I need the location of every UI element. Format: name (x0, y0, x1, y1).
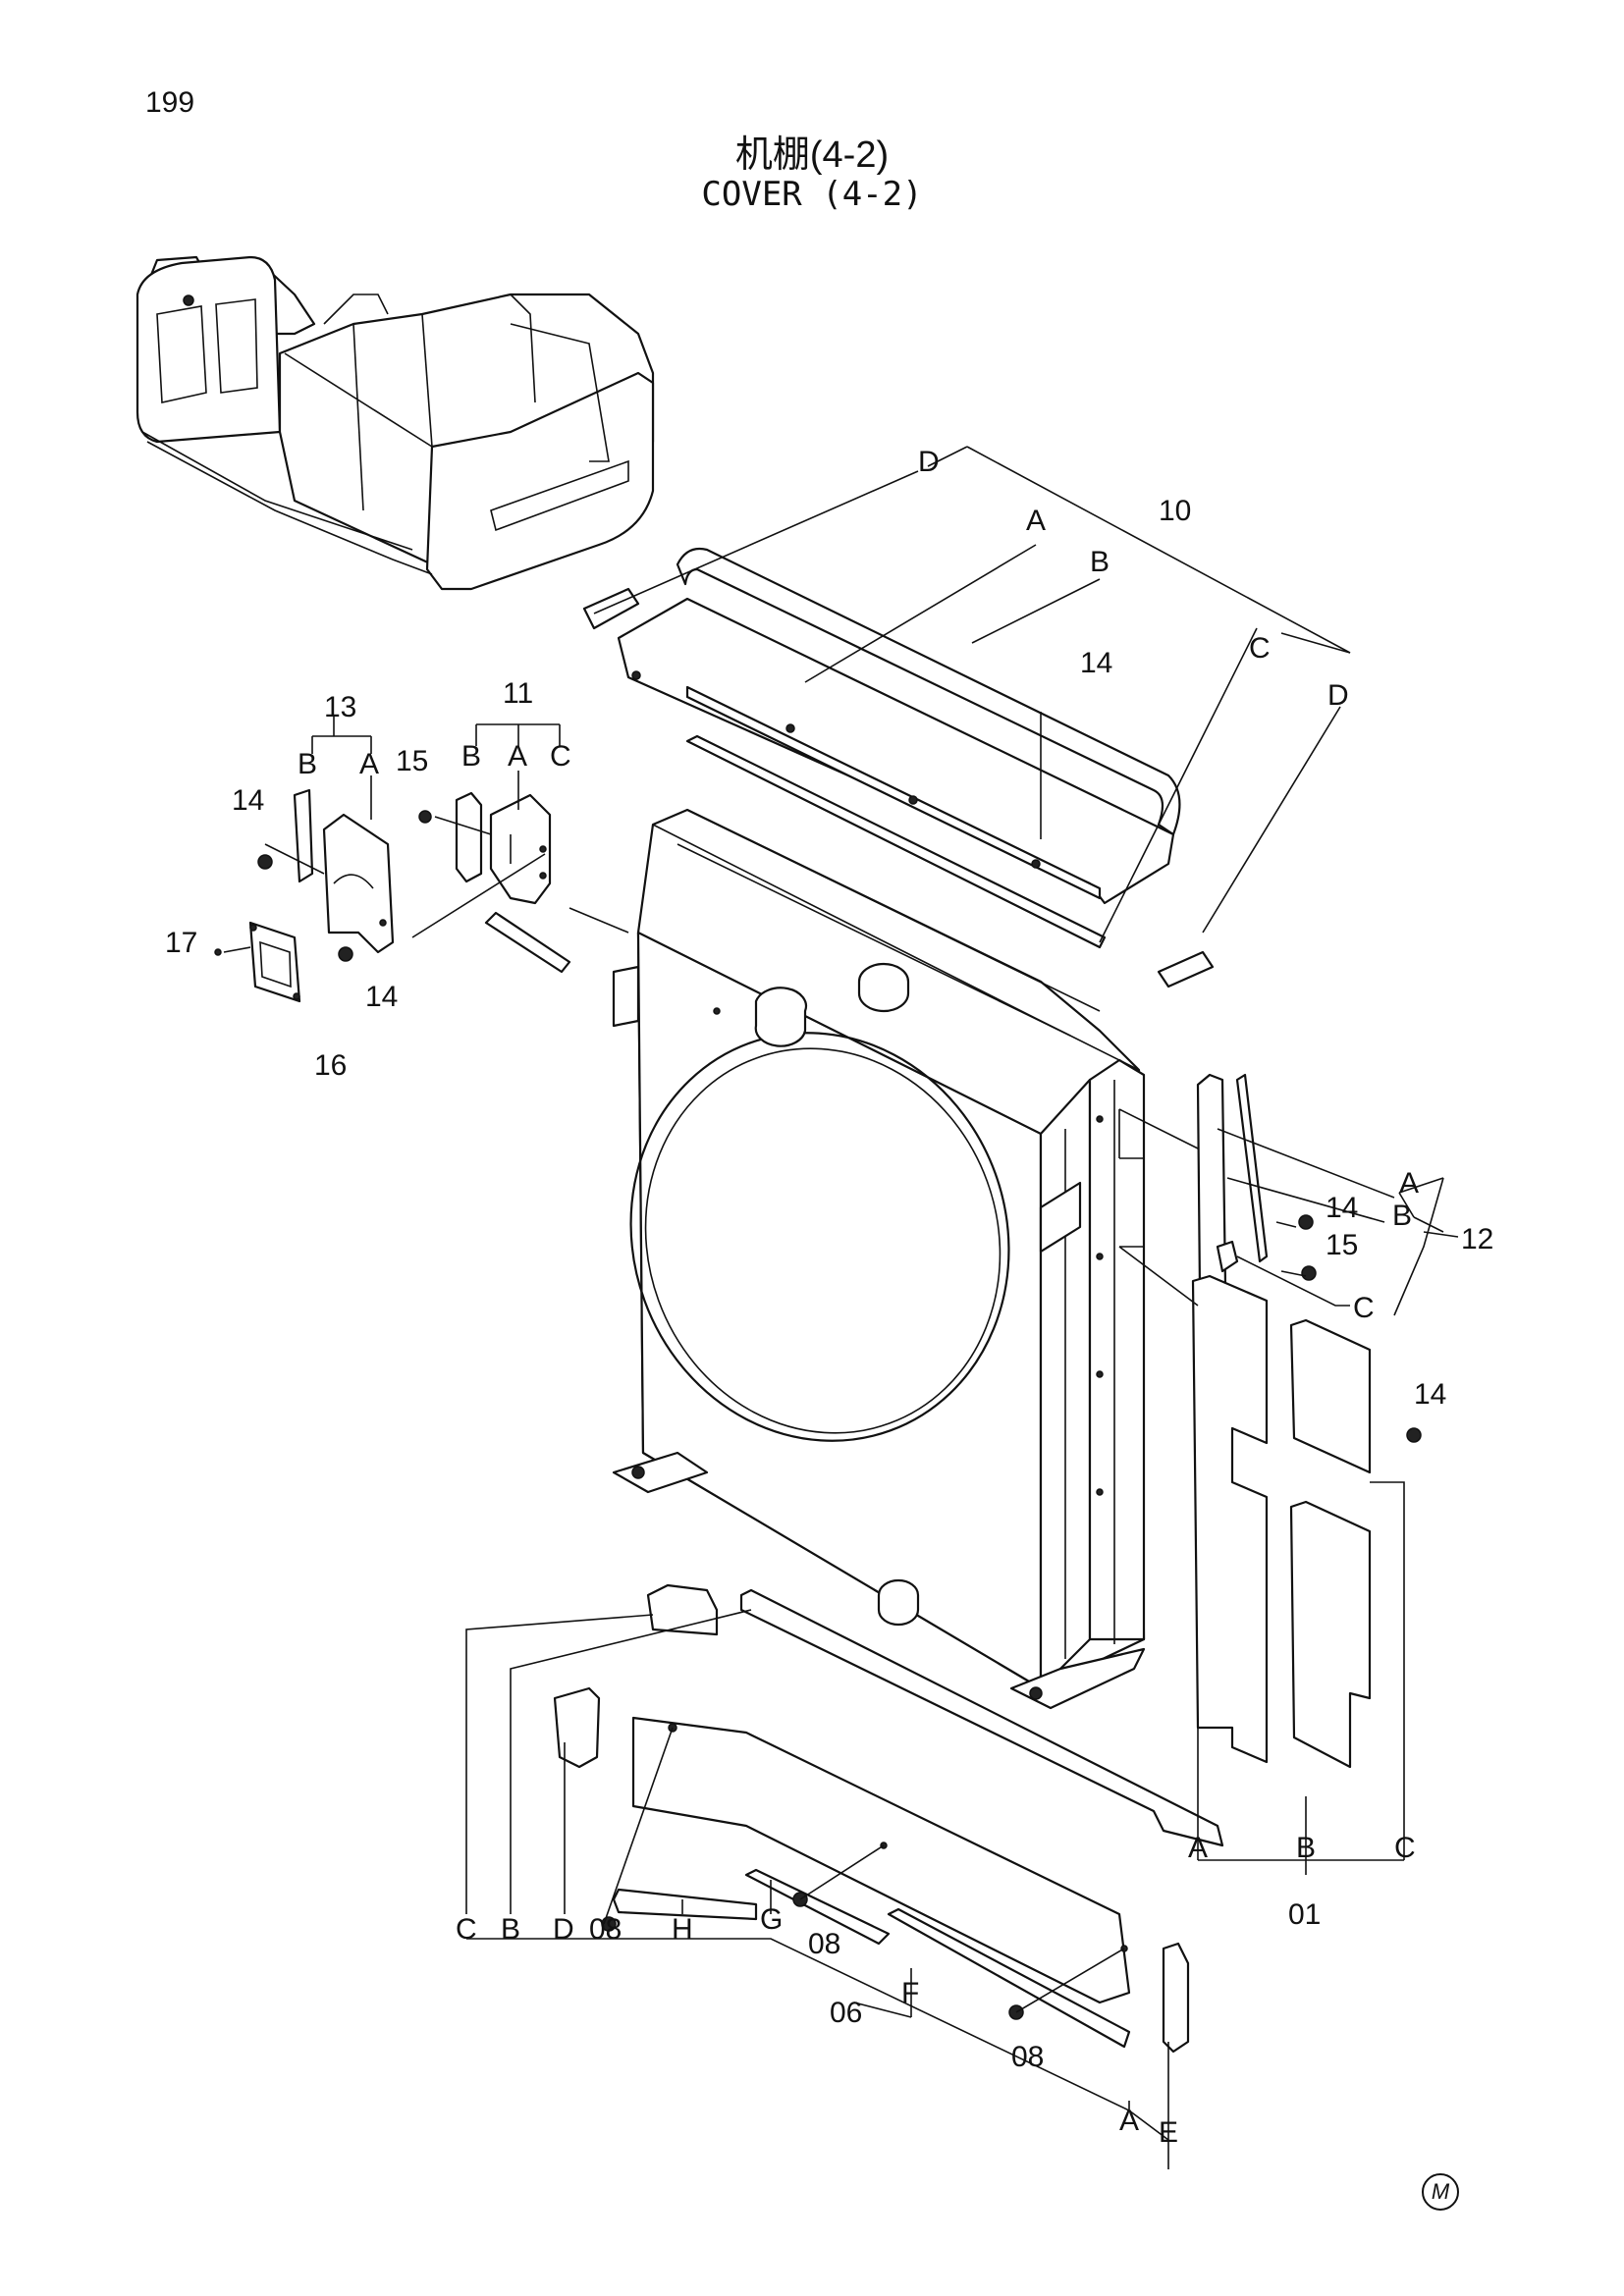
callout-06-h: H (672, 1913, 693, 1946)
callout-06-d: D (553, 1913, 574, 1946)
callout-01-c: C (1394, 1832, 1416, 1864)
callout-10-d-right: D (1327, 679, 1349, 712)
part-12-side-brackets (1196, 1073, 1422, 1443)
callout-10: 10 (1159, 495, 1191, 527)
callout-17: 17 (165, 927, 197, 959)
part-11-bracket-group (418, 791, 571, 974)
callout-13-a: A (359, 748, 379, 780)
callout-06-f: F (901, 1977, 919, 2009)
callout-15-right: 15 (1326, 1229, 1358, 1261)
callout-13-b: B (298, 748, 317, 780)
callout-06: 06 (830, 1997, 862, 2029)
page-title-english: COVER (4-2) (701, 175, 923, 214)
callout-11-c: C (550, 740, 571, 773)
callout-12-c: C (1353, 1292, 1375, 1324)
part-01-side-seals (1191, 1274, 1372, 1769)
callout-labels: 10 D A B C D 14 11 B A C 15 13 B A 14 17… (165, 446, 1493, 2149)
callout-14-mid: 14 (365, 981, 398, 1013)
m-circle-mark: M (1422, 2173, 1459, 2211)
callout-14-right: 14 (1326, 1192, 1358, 1224)
leader-lines (223, 446, 1459, 2169)
part-10-top-cover (582, 547, 1215, 988)
callout-12-a: A (1399, 1167, 1419, 1200)
callout-08-left: 08 (589, 1913, 622, 1946)
part-16-cover-plate (214, 921, 301, 1003)
radiator-assembly (612, 808, 1146, 1710)
callout-01-b: B (1296, 1832, 1316, 1864)
callout-11: 11 (503, 677, 533, 710)
callout-10-d-left: D (918, 446, 940, 478)
callout-06-g: G (760, 1903, 783, 1936)
callout-10-b: B (1090, 546, 1110, 578)
part-06-bottom-seals (553, 1583, 1224, 2054)
excavator-overview-illustration (135, 255, 655, 591)
part-13-bracket-group (257, 788, 395, 962)
callout-11-a: A (508, 740, 527, 773)
callout-08-right: 08 (1011, 2041, 1044, 2073)
page-number: 199 (145, 86, 195, 119)
callout-14-far-right: 14 (1414, 1378, 1446, 1411)
callout-10-c: C (1249, 632, 1271, 665)
callout-14-top: 14 (1080, 647, 1112, 679)
callout-10-a: A (1026, 505, 1046, 537)
callout-01-a: A (1188, 1832, 1208, 1864)
callout-15-left: 15 (396, 745, 428, 777)
callout-01: 01 (1288, 1898, 1321, 1931)
callout-06-e: E (1159, 2116, 1178, 2149)
callout-06-a: A (1119, 2105, 1139, 2137)
callout-13: 13 (324, 691, 356, 723)
page-title-chinese: 机棚(4-2) (734, 134, 890, 176)
callout-06-b: B (501, 1913, 520, 1946)
callout-14-left: 14 (232, 784, 264, 817)
callout-12-b: B (1392, 1200, 1412, 1232)
callout-16: 16 (314, 1049, 347, 1082)
callout-08-middle: 08 (808, 1928, 840, 1960)
callout-06-c: C (456, 1913, 477, 1946)
callout-12: 12 (1461, 1223, 1493, 1255)
callout-11-b: B (461, 740, 481, 773)
